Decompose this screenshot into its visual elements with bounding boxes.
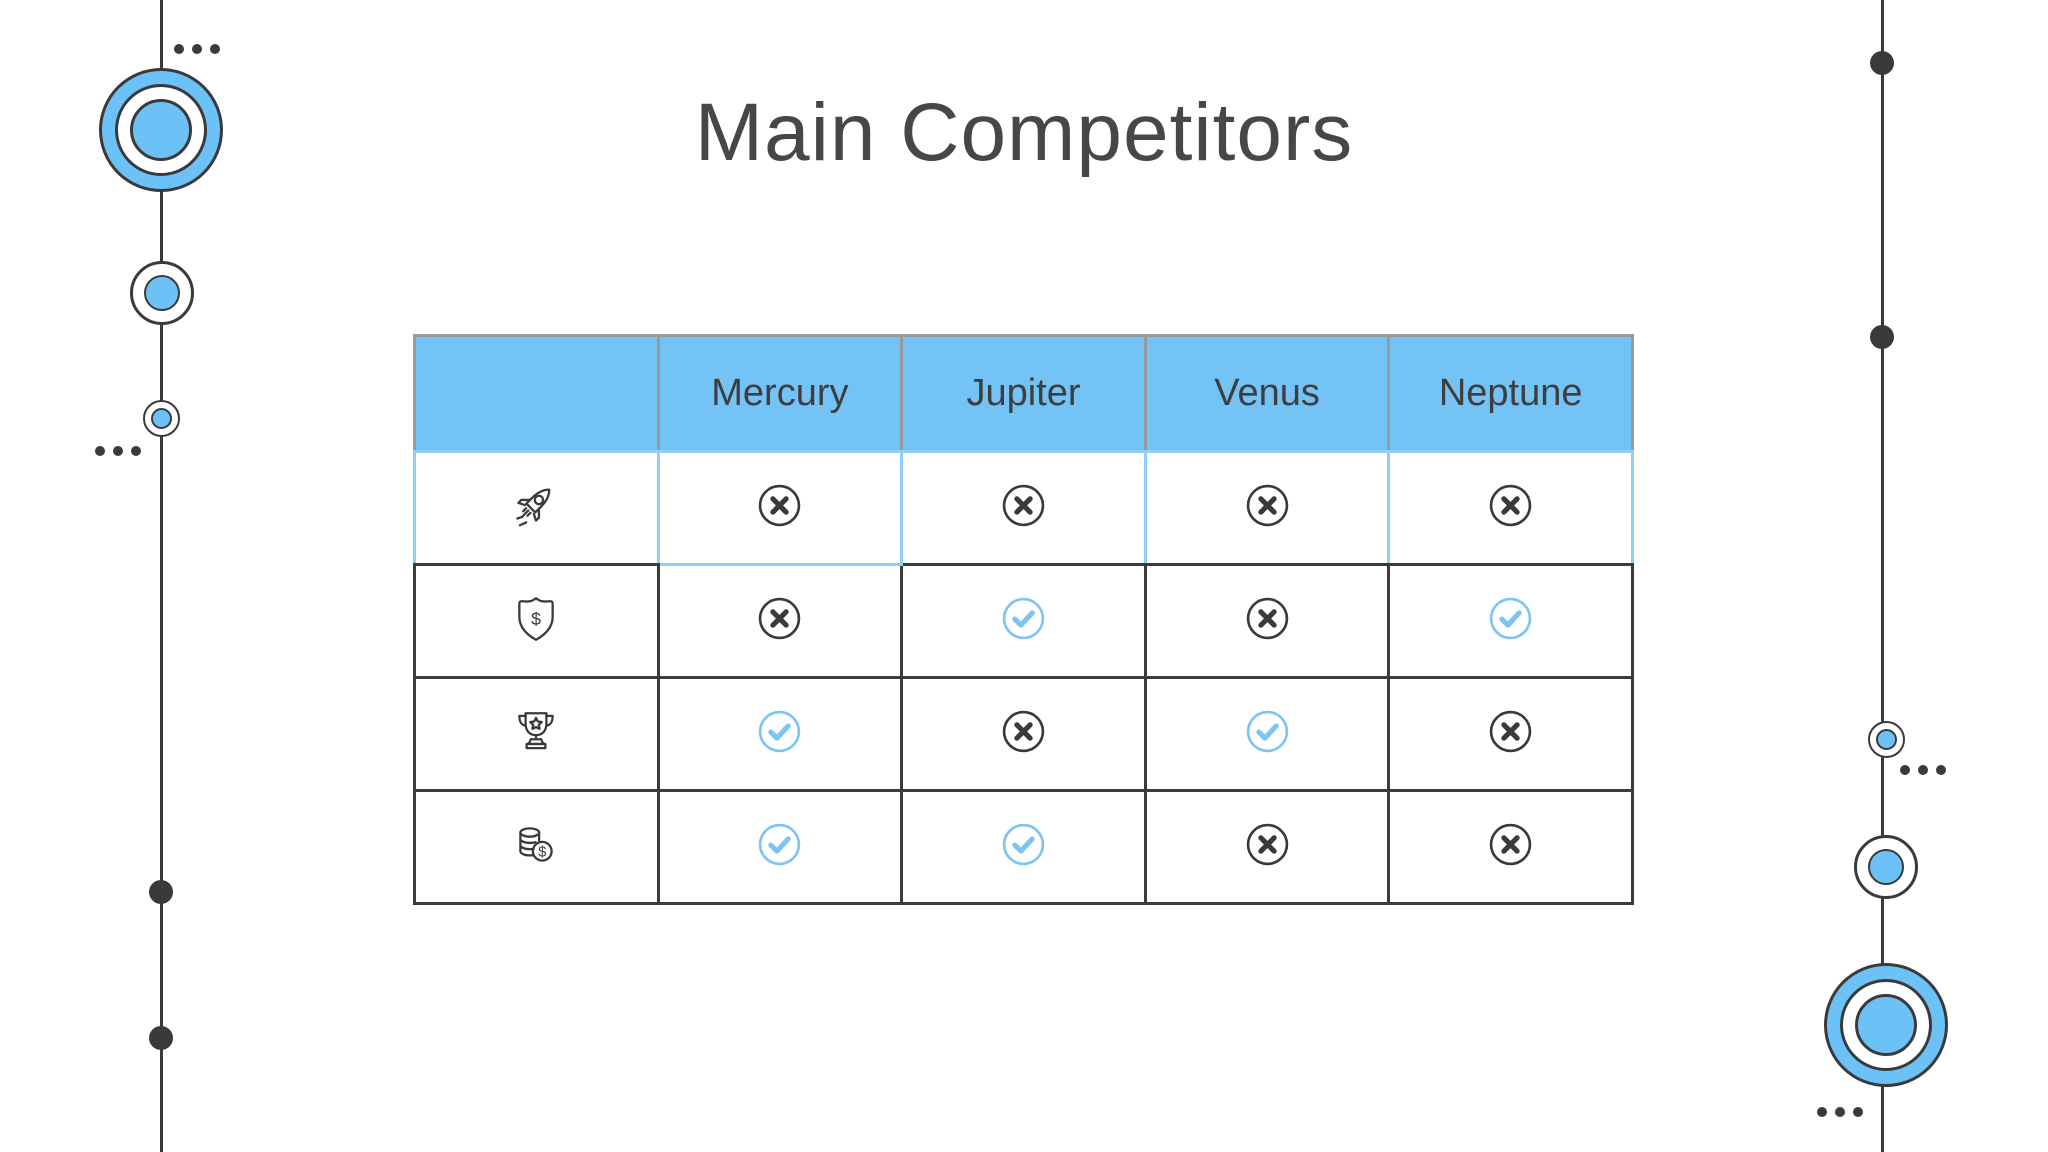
cell-trophy-jupiter <box>900 676 1147 792</box>
cell-coins-mercury <box>656 789 904 905</box>
small-ring-circle-icon <box>1868 721 1905 758</box>
cell-rocket-jupiter <box>900 450 1147 566</box>
check-icon <box>1001 822 1046 867</box>
table-row <box>413 676 1634 792</box>
cell-coins-neptune <box>1387 789 1634 905</box>
cross-icon <box>1245 596 1290 641</box>
cell-rocket-mercury <box>656 450 904 566</box>
target-circles-icon <box>1824 963 1948 1087</box>
table-row: $ <box>413 789 1634 905</box>
check-icon <box>757 709 802 754</box>
column-header-venus: Venus <box>1143 334 1391 453</box>
filled-dot-icon <box>149 880 173 904</box>
cross-icon <box>1488 822 1533 867</box>
cell-coins-jupiter <box>900 789 1147 905</box>
cross-icon <box>757 596 802 641</box>
feature-cell-trophy <box>413 676 660 792</box>
cell-shield-dollar-mercury <box>656 563 904 679</box>
ellipsis-dots-icon <box>1817 1107 1863 1117</box>
cell-shield-dollar-venus <box>1143 563 1391 679</box>
column-header-mercury: Mercury <box>656 334 904 453</box>
target-circles-icon <box>99 68 223 192</box>
check-icon <box>1245 709 1290 754</box>
cross-icon <box>1488 483 1533 528</box>
cell-rocket-neptune <box>1387 450 1634 566</box>
cell-shield-dollar-jupiter <box>900 563 1147 679</box>
trophy-icon <box>510 706 562 758</box>
filled-dot-icon <box>149 1026 173 1050</box>
check-icon <box>1488 596 1533 641</box>
ellipsis-dots-icon <box>95 446 141 456</box>
corner-cell <box>413 334 660 453</box>
table-row: $ <box>413 563 1634 679</box>
cross-icon <box>1245 483 1290 528</box>
cell-coins-venus <box>1143 789 1391 905</box>
cell-shield-dollar-neptune <box>1387 563 1634 679</box>
coins-icon: $ <box>510 819 562 871</box>
column-header-jupiter: Jupiter <box>900 334 1147 453</box>
filled-dot-icon <box>1870 325 1894 349</box>
svg-text:$: $ <box>538 844 546 860</box>
shield-dollar-icon: $ <box>512 593 560 645</box>
feature-cell-coins: $ <box>413 789 660 905</box>
feature-cell-rocket <box>413 450 660 566</box>
cell-trophy-mercury <box>656 676 904 792</box>
cross-icon <box>1488 709 1533 754</box>
check-icon <box>757 822 802 867</box>
page-title: Main Competitors <box>694 87 1354 178</box>
ring-circle-icon <box>1854 835 1918 899</box>
decor-line-right <box>1881 0 1884 1152</box>
feature-cell-shield-dollar: $ <box>413 563 660 679</box>
svg-text:$: $ <box>531 609 541 629</box>
ring-circle-icon <box>130 261 194 325</box>
cross-icon <box>1001 483 1046 528</box>
table-body: $$ <box>413 450 1634 905</box>
cell-trophy-venus <box>1143 676 1391 792</box>
decor-line-left <box>160 0 163 1152</box>
cross-icon <box>1245 822 1290 867</box>
cell-rocket-venus <box>1143 450 1391 566</box>
cell-trophy-neptune <box>1387 676 1634 792</box>
column-header-neptune: Neptune <box>1387 334 1634 453</box>
table-row <box>413 450 1634 566</box>
ellipsis-dots-icon <box>1900 765 1946 775</box>
small-ring-circle-icon <box>143 400 180 437</box>
cross-icon <box>757 483 802 528</box>
check-icon <box>1001 596 1046 641</box>
rocket-icon <box>510 480 562 532</box>
ellipsis-dots-icon <box>174 44 220 54</box>
filled-dot-icon <box>1870 51 1894 75</box>
cross-icon <box>1001 709 1046 754</box>
